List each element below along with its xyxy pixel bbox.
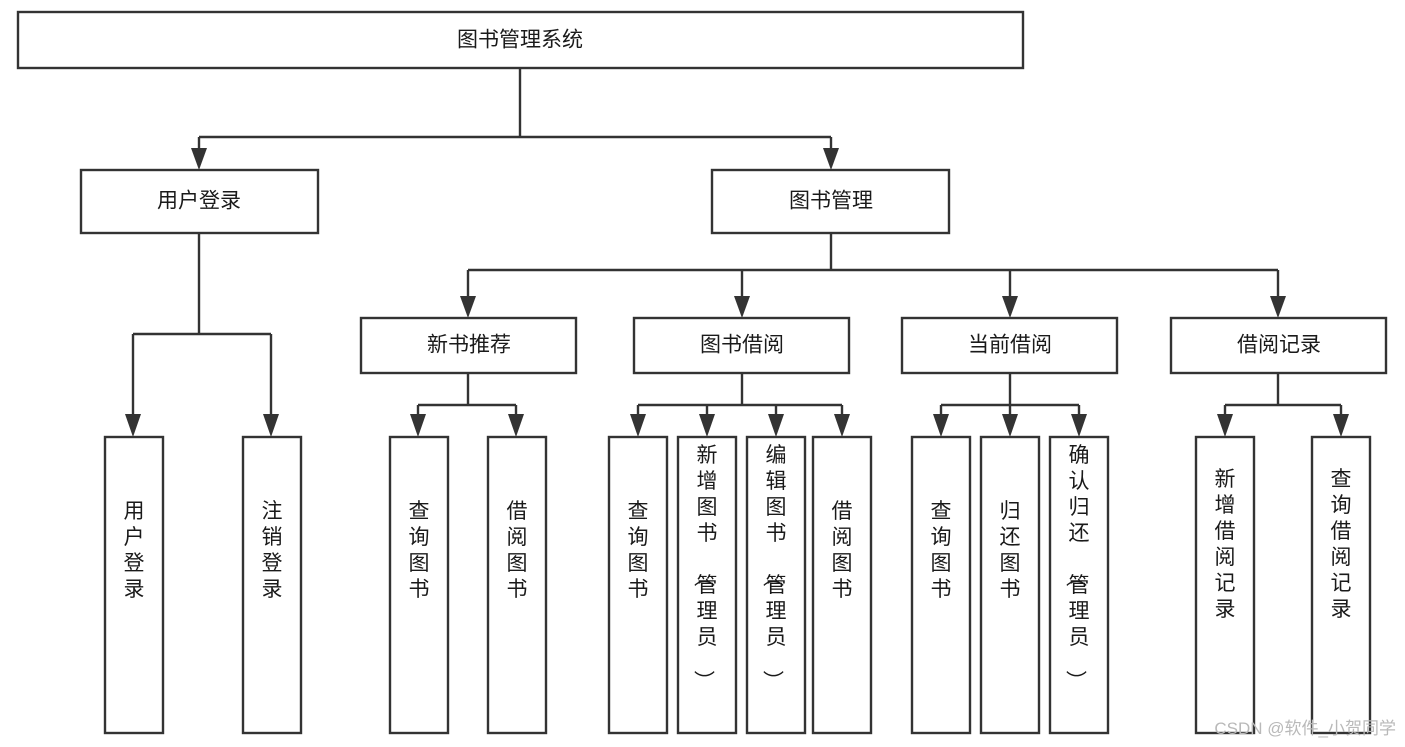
arrow-head-leaf-add-book — [699, 414, 715, 437]
node-leaf-query-record[interactable]: 查询借阅记录 — [1310, 435, 1372, 735]
node-leaf-query-book-1[interactable]: 查询图书 — [388, 435, 450, 735]
node-leaf-query-book-2-box[interactable] — [607, 435, 669, 735]
arrow-head-leaf-query-book-2 — [630, 414, 646, 437]
node-user-login-label: 用户登录 — [157, 190, 241, 213]
node-leaf-edit-book[interactable]: 编辑图书（管理员） — [745, 435, 807, 735]
connector-group-book-borrow — [630, 373, 850, 437]
node-leaf-borrow-book-1[interactable]: 借阅图书 — [486, 435, 548, 735]
node-book-borrow-label: 图书借阅 — [700, 334, 784, 357]
node-leaf-query-book-3-box[interactable] — [910, 435, 972, 735]
arrow-head-current-borrow — [1002, 296, 1018, 318]
node-book-borrow[interactable]: 图书借阅 — [632, 316, 851, 375]
node-leaf-borrow-book-1-box[interactable] — [486, 435, 548, 735]
node-leaf-query-book-3-label: 查询图书 — [931, 500, 952, 601]
node-leaf-user-logout-box[interactable] — [241, 435, 303, 735]
node-book-manage-box[interactable] — [710, 168, 951, 235]
arrow-head-leaf-borrow-book-2 — [834, 414, 850, 437]
node-leaf-return-book-box[interactable] — [979, 435, 1041, 735]
node-leaf-add-record-label: 新增借阅记录 — [1215, 468, 1236, 621]
connector-group-book-manage — [460, 233, 1286, 318]
arrow-head-leaf-confirm-return — [1071, 414, 1087, 437]
node-new-book-rec-box[interactable] — [359, 316, 578, 375]
node-new-book-rec-label: 新书推荐 — [427, 334, 511, 357]
connector-group-user-login — [125, 233, 279, 437]
arrow-head-leaf-return-book — [1002, 414, 1018, 437]
node-leaf-add-record[interactable]: 新增借阅记录 — [1194, 435, 1256, 735]
node-current-borrow-label: 当前借阅 — [968, 334, 1052, 357]
node-leaf-borrow-book-1-label: 借阅图书 — [507, 500, 528, 601]
node-leaf-query-record-box[interactable] — [1310, 435, 1372, 735]
node-leaf-query-book-3[interactable]: 查询图书 — [910, 435, 972, 735]
connector-group-root — [191, 68, 839, 170]
arrow-head-leaf-user-login — [125, 414, 141, 437]
node-leaf-user-login[interactable]: 用户登录 — [103, 435, 165, 735]
node-leaf-edit-book-label: 编辑图书（管理员） — [761, 444, 787, 691]
node-leaf-borrow-book-2-label: 借阅图书 — [832, 500, 853, 601]
arrow-head-book-manage — [823, 148, 839, 170]
connector-group-new-book-rec — [410, 373, 524, 437]
arrow-head-leaf-edit-book — [768, 414, 784, 437]
connector-group-borrow-record — [1217, 373, 1349, 437]
node-user-login-box[interactable] — [79, 168, 320, 235]
node-leaf-user-login-label: 用户登录 — [124, 500, 145, 601]
node-root-box[interactable] — [16, 10, 1025, 70]
connector-group-current-borrow — [933, 373, 1087, 437]
node-leaf-add-book[interactable]: 新增图书（管理员） — [676, 435, 738, 735]
node-leaf-return-book[interactable]: 归还图书 — [979, 435, 1041, 735]
node-leaf-confirm-return-box[interactable] — [1048, 435, 1110, 735]
node-new-book-rec[interactable]: 新书推荐 — [359, 316, 578, 375]
arrow-head-new-book-rec — [460, 296, 476, 318]
node-book-manage-label: 图书管理 — [789, 190, 873, 213]
node-leaf-confirm-return[interactable]: 确认归还（管理员） — [1048, 435, 1110, 735]
node-book-manage[interactable]: 图书管理 — [710, 168, 951, 235]
arrow-head-leaf-user-logout — [263, 414, 279, 437]
node-root[interactable]: 图书管理系统 — [16, 10, 1025, 70]
arrow-head-leaf-query-record — [1333, 414, 1349, 437]
node-leaf-user-logout-label: 注销登录 — [262, 500, 283, 601]
node-user-login[interactable]: 用户登录 — [79, 168, 320, 235]
node-leaf-add-book-box[interactable] — [676, 435, 738, 735]
node-leaf-borrow-book-2-box[interactable] — [811, 435, 873, 735]
arrow-head-leaf-query-book-3 — [933, 414, 949, 437]
node-leaf-add-record-box[interactable] — [1194, 435, 1256, 735]
arrow-head-borrow-record — [1270, 296, 1286, 318]
arrow-head-leaf-borrow-book-1 — [508, 414, 524, 437]
node-root-label: 图书管理系统 — [457, 29, 583, 52]
node-leaf-return-book-label: 归还图书 — [1000, 500, 1021, 601]
node-leaf-query-book-1-box[interactable] — [388, 435, 450, 735]
node-current-borrow[interactable]: 当前借阅 — [900, 316, 1119, 375]
csdn-watermark: CSDN @软件_小贺同学 — [1214, 719, 1396, 738]
node-book-borrow-box[interactable] — [632, 316, 851, 375]
arrow-head-leaf-add-record — [1217, 414, 1233, 437]
arrow-head-user-login — [191, 148, 207, 170]
node-borrow-record-box[interactable] — [1169, 316, 1388, 375]
node-leaf-edit-book-box[interactable] — [745, 435, 807, 735]
arrow-head-leaf-query-book-1 — [410, 414, 426, 437]
node-leaf-query-record-label: 查询借阅记录 — [1331, 468, 1352, 621]
node-current-borrow-box[interactable] — [900, 316, 1119, 375]
node-leaf-query-book-2-label: 查询图书 — [628, 500, 649, 601]
node-leaf-add-book-label: 新增图书（管理员） — [692, 444, 718, 691]
node-leaf-user-login-box[interactable] — [103, 435, 165, 735]
node-borrow-record[interactable]: 借阅记录 — [1169, 316, 1388, 375]
node-leaf-user-logout[interactable]: 注销登录 — [241, 435, 303, 735]
arrow-head-book-borrow — [734, 296, 750, 318]
node-leaf-query-book-2[interactable]: 查询图书 — [607, 435, 669, 735]
node-leaf-query-book-1-label: 查询图书 — [409, 500, 430, 601]
node-leaf-confirm-return-label: 确认归还（管理员） — [1064, 444, 1090, 691]
node-borrow-record-label: 借阅记录 — [1237, 334, 1321, 357]
node-leaf-borrow-book-2[interactable]: 借阅图书 — [811, 435, 873, 735]
